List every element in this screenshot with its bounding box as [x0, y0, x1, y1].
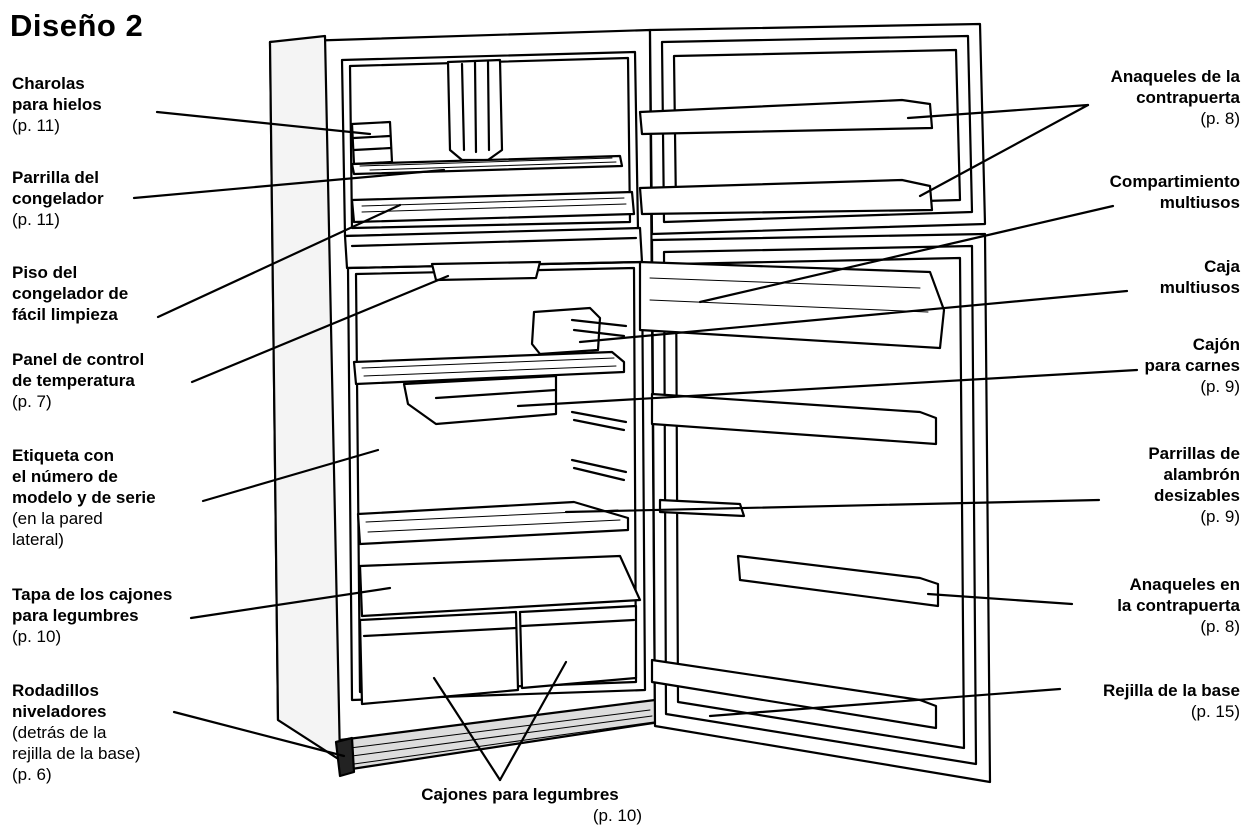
- label-wire-shelves: Parrillas de alambrón desizables (p. 9): [1148, 444, 1240, 526]
- label-serial-label: Etiqueta con el número de modelo y de se…: [12, 446, 156, 549]
- leader-rollers: [172, 710, 346, 758]
- label-utility-bin: Caja multiusos: [1159, 257, 1240, 297]
- leader-base-grille: [708, 687, 1062, 718]
- leader-crisper-cover: [189, 586, 392, 620]
- leader-utility-compartment: [698, 204, 1115, 304]
- label-utility-compartment: Compartimiento multiusos: [1109, 172, 1240, 212]
- leader-door-shelves-bottom: [926, 592, 1074, 606]
- label-door-shelves-top: Anaqueles de la contrapuerta (p. 8): [1110, 67, 1240, 128]
- label-door-shelves-bottom: Anaqueles en la contrapuerta (p. 8): [1117, 575, 1240, 636]
- leader-meat-drawer: [516, 368, 1139, 408]
- leader-temp-panel: [190, 274, 450, 384]
- leader-door-shelves-top-b: [918, 103, 1090, 198]
- label-freezer-floor: Piso del congelador de fácil limpieza: [12, 263, 129, 324]
- label-crisper-cover: Tapa de los cajones para legumbres (p. 1…: [12, 585, 173, 646]
- leader-door-shelves-top-a: [906, 103, 1090, 120]
- label-crisper-drawers: Cajones para legumbres (p. 10): [421, 785, 642, 825]
- label-meat-drawer: Cajón para carnes (p. 9): [1144, 335, 1240, 396]
- leader-crisper-drawers-b: [498, 660, 568, 782]
- label-base-grille: Rejilla de la base (p. 15): [1102, 681, 1240, 721]
- leader-serial-label: [201, 448, 380, 503]
- label-freezer-shelf: Parrilla del congelador (p. 11): [12, 168, 104, 229]
- label-ice-trays: Charolas para hielos (p. 11): [12, 74, 102, 135]
- leader-utility-bin: [578, 289, 1129, 344]
- leader-freezer-shelf: [132, 168, 446, 200]
- leader-wire-shelves: [564, 498, 1101, 514]
- label-rollers: Rodadillos niveladores (detrás de la rej…: [12, 681, 141, 784]
- label-temp-panel: Panel de control de temperatura (p. 7): [12, 350, 145, 411]
- leader-freezer-floor: [156, 203, 402, 319]
- leader-crisper-drawers-a: [432, 676, 502, 782]
- page-title: Diseño 2: [10, 8, 144, 43]
- leader-ice-trays: [155, 110, 372, 136]
